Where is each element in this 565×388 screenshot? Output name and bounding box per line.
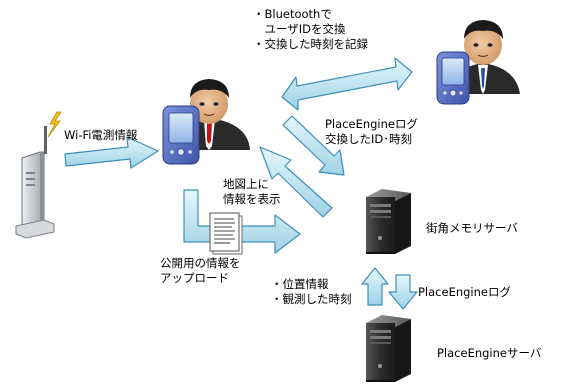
label-upload-public: 公開用の情報を アップロード (160, 256, 241, 285)
label-placeengine-server: PlaceEngineサーバ (437, 346, 542, 360)
label-location-time: ・位置情報 ・観測した時刻 (271, 277, 352, 306)
arrows (64, 57, 418, 310)
server-icon-street-memory (366, 189, 411, 254)
phone-icon-user2 (436, 51, 470, 105)
label-bluetooth-exchange: ・Bluetoothで ユーザIDを交換 ・交換した時刻を記録 (253, 7, 368, 51)
arrow-user-exchange (281, 57, 413, 111)
document-icon (209, 212, 243, 255)
arrow-router-to-user (64, 136, 159, 169)
arrow-log-down (388, 274, 418, 310)
router-icon (15, 126, 55, 239)
arrow-user-to-memory-server (282, 115, 345, 176)
phone-icon-user1 (162, 105, 200, 165)
label-placeengine-log: PlaceEngineログ (418, 285, 511, 299)
server-icon-placeengine (366, 315, 411, 382)
label-map-display: 地図上に 情報を表示 (223, 177, 281, 206)
arrow-memory-server-to-user (259, 146, 333, 218)
lightning-icon (47, 111, 62, 138)
label-placeengine-log-exchange: PlaceEngineログ 交換したID･時刻 (325, 117, 418, 146)
label-wifi-measurement: Wi-Fi電測情報 (64, 128, 138, 142)
label-street-memory-server: 街角メモリサーバ (426, 221, 518, 235)
arrow-location-up (361, 267, 389, 306)
